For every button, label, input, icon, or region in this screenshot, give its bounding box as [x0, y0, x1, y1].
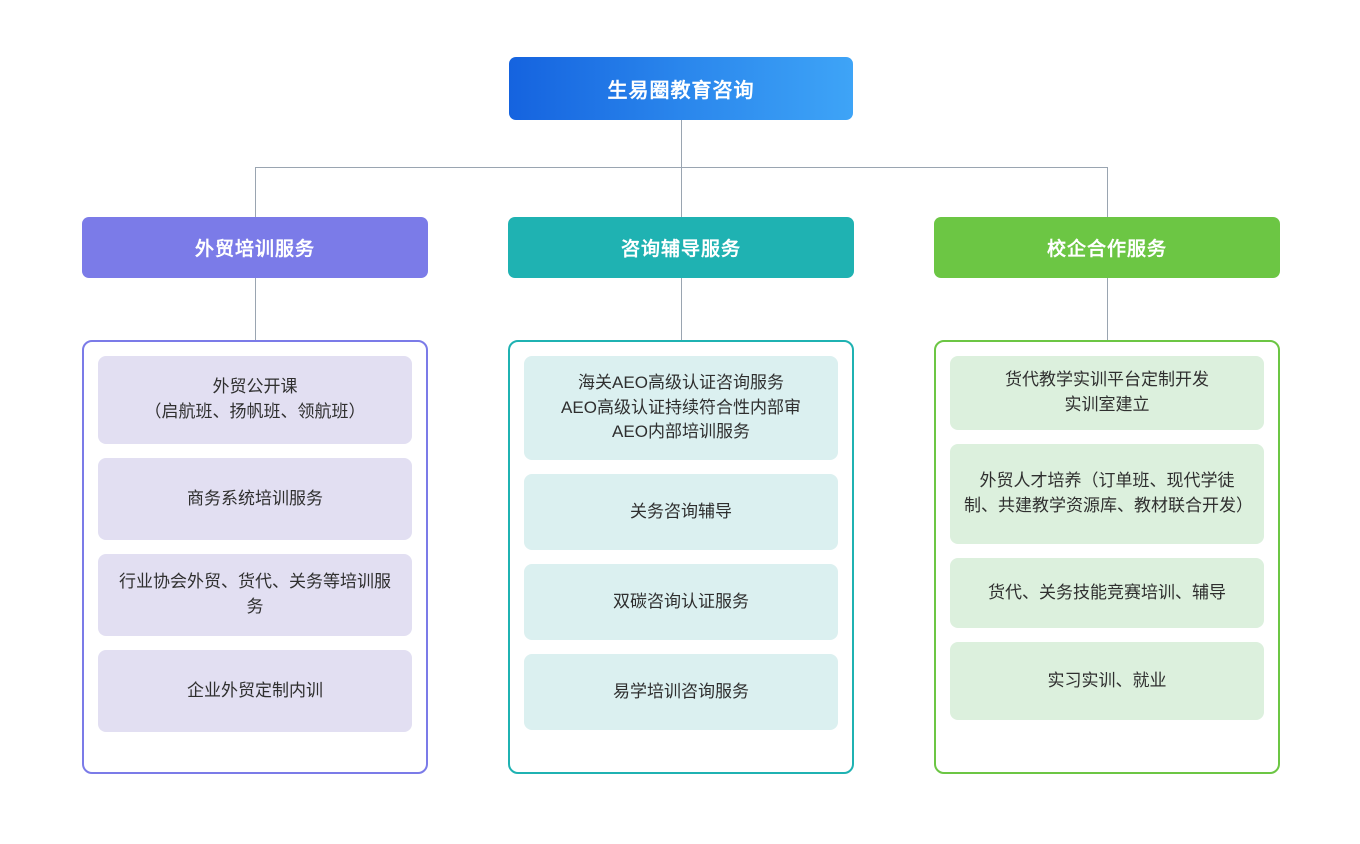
service-item-label: 海关AEO高级认证咨询服务 AEO高级认证持续符合性内部审 AEO内部培训服务	[561, 371, 801, 445]
service-item-consulting-2[interactable]: 关务咨询辅导	[524, 474, 838, 550]
service-item-line: 货代教学实训平台定制开发	[1005, 370, 1209, 390]
service-item-line: 海关AEO高级认证咨询服务	[578, 373, 784, 393]
connector-header-to-group-3	[1107, 278, 1108, 341]
service-item-training-1[interactable]: 外贸公开课 （启航班、扬帆班、领航班）	[98, 356, 412, 444]
service-item-consulting-4[interactable]: 易学培训咨询服务	[524, 654, 838, 730]
group-box-training: 外贸公开课 （启航班、扬帆班、领航班） 商务系统培训服务行业协会外贸、货代、关务等培…	[82, 340, 428, 774]
service-item-line: 关务咨询辅导	[630, 501, 732, 521]
service-item-label: 外贸公开课 （启航班、扬帆班、领航班）	[145, 375, 366, 424]
service-item-line: 企业外贸定制内训	[187, 680, 323, 700]
service-item-line: AEO内部培训服务	[612, 422, 750, 442]
service-item-school-enterprise-3[interactable]: 货代、关务技能竞赛培训、辅导	[950, 558, 1264, 628]
service-item-line: AEO高级认证持续符合性内部审	[561, 397, 801, 417]
connector-header-to-group-1	[255, 278, 256, 341]
service-item-label: 货代教学实训平台定制开发实训室建立	[1005, 368, 1209, 417]
service-item-training-4[interactable]: 企业外贸定制内训	[98, 650, 412, 732]
root-node[interactable]: 生易圈教育咨询	[509, 57, 853, 120]
group-box-school-enterprise: 货代教学实训平台定制开发实训室建立外贸人才培养（订单班、现代学徒制、共建教学资源…	[934, 340, 1280, 774]
service-item-label: 实习实训、就业	[1048, 669, 1167, 694]
category-header-school-enterprise[interactable]: 校企合作服务	[934, 217, 1280, 278]
service-item-line: 实训室建立	[1064, 395, 1150, 414]
service-item-line: 商务系统培训服务	[187, 488, 323, 508]
service-item-line: 外贸人才培养（订单班、现代学徒制、共建教学资源库、教材联合开发）	[964, 471, 1253, 515]
service-item-label: 商务系统培训服务	[187, 487, 323, 512]
service-item-line: 行业协会外贸、货代、关务等培训服务	[119, 572, 391, 616]
service-item-line: 易学培训咨询服务	[613, 681, 749, 701]
connector-branch-1	[255, 167, 256, 218]
service-item-label: 货代、关务技能竞赛培训、辅导	[988, 581, 1226, 606]
service-item-line: （启航班、扬帆班、领航班）	[144, 402, 366, 421]
service-item-label: 双碳咨询认证服务	[613, 590, 749, 615]
service-item-label: 行业协会外贸、货代、关务等培训服务	[112, 570, 398, 619]
service-item-training-2[interactable]: 商务系统培训服务	[98, 458, 412, 540]
service-item-label: 关务咨询辅导	[630, 500, 732, 525]
service-item-school-enterprise-1[interactable]: 货代教学实训平台定制开发实训室建立	[950, 356, 1264, 430]
category-header-training[interactable]: 外贸培训服务	[82, 217, 428, 278]
service-item-school-enterprise-4[interactable]: 实习实训、就业	[950, 642, 1264, 720]
service-item-line: 实习实训、就业	[1047, 670, 1167, 690]
service-item-label: 外贸人才培养（订单班、现代学徒制、共建教学资源库、教材联合开发）	[964, 469, 1253, 518]
connector-root-stem	[681, 120, 682, 168]
service-item-label: 企业外贸定制内训	[187, 679, 323, 704]
connector-header-to-group-2	[681, 278, 682, 341]
service-item-line: 双碳咨询认证服务	[613, 591, 749, 611]
service-item-consulting-1[interactable]: 海关AEO高级认证咨询服务 AEO高级认证持续符合性内部审 AEO内部培训服务	[524, 356, 838, 460]
service-item-line: 货代、关务技能竞赛培训、辅导	[988, 582, 1226, 602]
service-item-consulting-3[interactable]: 双碳咨询认证服务	[524, 564, 838, 640]
service-item-line: 外贸公开课	[212, 377, 298, 397]
service-item-training-3[interactable]: 行业协会外贸、货代、关务等培训服务	[98, 554, 412, 636]
connector-branch-3	[1107, 167, 1108, 218]
group-box-consulting: 海关AEO高级认证咨询服务 AEO高级认证持续符合性内部审 AEO内部培训服务关务咨…	[508, 340, 854, 774]
service-item-label: 易学培训咨询服务	[613, 680, 749, 705]
connector-branch-2	[681, 167, 682, 218]
category-header-consulting[interactable]: 咨询辅导服务	[508, 217, 854, 278]
service-item-school-enterprise-2[interactable]: 外贸人才培养（订单班、现代学徒制、共建教学资源库、教材联合开发）	[950, 444, 1264, 544]
